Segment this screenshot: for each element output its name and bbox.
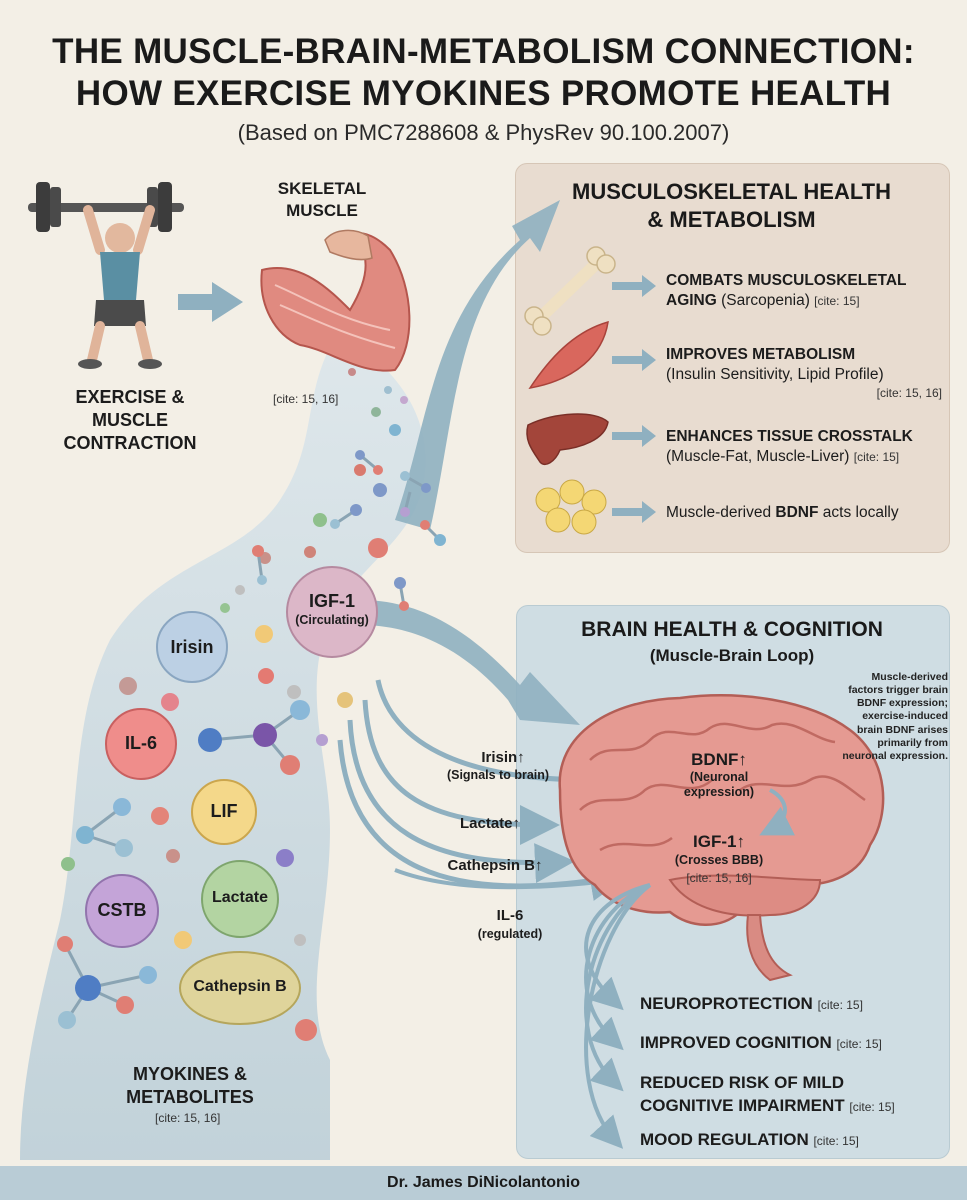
outcome-3-label: REDUCED RISK OF MILD: [640, 1073, 844, 1092]
bubble-cstb: [85, 874, 159, 948]
metabolism-item-4-bold: BDNF: [775, 504, 819, 521]
metabolism-item-1-text: (Sarcopenia): [716, 292, 810, 310]
igf1-brain-label: IGF-1↑: [693, 832, 745, 851]
bubble-igf1-sublabel: (Circulating): [295, 613, 369, 627]
muscle-fiber-icon: [528, 320, 609, 390]
outcome-3-label2: COGNITIVE IMPAIRMENT: [640, 1096, 845, 1115]
brain-note: Muscle-derived factors trigger brain BDN…: [842, 671, 948, 762]
outcome-arrows: [584, 883, 652, 1149]
igf1-brain-cite: [cite: 15, 16]: [686, 871, 752, 885]
metabolism-item-1-bold: COMBATS MUSCULOSKELETAL: [666, 272, 907, 289]
bubble-cathepsin: [179, 951, 301, 1025]
muscle-cite: [cite: 15, 16]: [273, 392, 339, 406]
fat-cells-icon: [535, 479, 607, 535]
signal-irisin-label: Irisin↑: [481, 749, 525, 766]
metabolism-item-1-cite: [cite: 15]: [814, 294, 860, 309]
metabolism-item-2-cite: [cite: 15, 16]: [876, 386, 942, 400]
molecule-dots: [61, 368, 408, 1041]
outcome-3-cite: [cite: 15]: [849, 1100, 895, 1114]
metabolism-item-arrows: [612, 275, 656, 523]
metabolism-item-3: ENHANCES TISSUE CROSSTALK (Muscle-Fat, M…: [666, 427, 948, 467]
signal-irisin-sublabel: (Signals to brain): [446, 768, 550, 782]
bdnf-label: BDNF↑: [691, 750, 747, 769]
skeletal-muscle-label: SKELETAL MUSCLE: [277, 179, 367, 220]
arrow-to-metabolism: [395, 200, 560, 530]
metabolism-item-1-bold2: AGING: [666, 292, 717, 310]
bubble-lif-label: LIF: [210, 801, 238, 821]
outcome-1-cite: [cite: 15]: [817, 998, 863, 1012]
bubble-igf1: [286, 566, 378, 658]
myokine-stream: [20, 330, 426, 1160]
myokines-cite: [cite: 15, 16]: [155, 1111, 221, 1125]
skeletal-muscle-illustration: [260, 229, 411, 372]
metabolism-item-2: IMPROVES METABOLISM (Insulin Sensitivity…: [666, 345, 946, 385]
bubble-cstb-label: CSTB: [97, 900, 147, 920]
bubble-igf1-label: IGF-1: [308, 591, 355, 611]
page-title-line1: THE MUSCLE-BRAIN-METABOLISM CONNECTION:: [52, 32, 915, 71]
metabolism-heading-line1: MUSCULOSKELETAL HEALTH: [572, 179, 891, 204]
signal-il6-label: IL-6: [496, 907, 524, 924]
outcome-2-label: IMPROVED COGNITION: [640, 1033, 832, 1052]
metabolism-item-2-bold: IMPROVES METABOLISM: [666, 346, 856, 363]
signal-lactate-label: Lactate↑: [459, 815, 521, 832]
metabolism-item-3-text: (Muscle-Fat, Muscle-Liver): [666, 448, 850, 466]
brain-heading: BRAIN HEALTH & COGNITION: [581, 618, 883, 641]
metabolism-item-4-pre: Muscle-derived: [666, 504, 776, 521]
signal-arrow-lactate: [362, 699, 560, 845]
outcome-neuroprotection: NEUROPROTECTION [cite: 15]: [640, 994, 863, 1014]
outcome-cognition: IMPROVED COGNITION [cite: 15]: [640, 1033, 882, 1053]
bubble-irisin: [156, 611, 228, 683]
exercise-label: EXERCISE & MUSCLE CONTRACTION: [63, 387, 197, 453]
molecule-nodes: [57, 450, 446, 1029]
bubble-il6-label: IL-6: [124, 733, 157, 753]
outcome-4-cite: [cite: 15]: [813, 1134, 859, 1148]
brain-illustration: [558, 694, 885, 982]
outcome-1-label: NEUROPROTECTION: [640, 994, 813, 1013]
bdnf-sublabel: (Neuronal expression): [683, 770, 755, 799]
bubble-lactate-label: Lactate: [211, 889, 269, 906]
page-title-line2: HOW EXERCISE MYOKINES PROMOTE HEALTH: [75, 74, 892, 113]
bubble-cathepsin-label: Cathepsin B: [193, 978, 287, 995]
outcome-mci: REDUCED RISK OF MILD COGNITIVE IMPAIRMEN…: [640, 1071, 895, 1119]
bone-icon: [524, 246, 616, 336]
metabolism-item-4: Muscle-derived BDNF acts locally: [666, 503, 946, 523]
signal-arrow-cathepsin: [347, 719, 575, 884]
bubble-lactate: [201, 860, 279, 938]
bubble-lif: [191, 779, 257, 845]
myokine-bubbles: [85, 566, 378, 1025]
igf1-brain-sublabel: (Crosses BBB): [674, 853, 764, 867]
brain-subheading: (Muscle-Brain Loop): [649, 646, 815, 665]
metabolism-item-2-text: (Insulin Sensitivity, Lipid Profile): [666, 366, 884, 384]
myokines-label: MYOKINES & METABOLITES: [126, 1064, 254, 1107]
metabolism-item-4-text: acts locally: [818, 504, 899, 521]
arrow-exercise-to-muscle: [178, 282, 243, 322]
outcome-2-cite: [cite: 15]: [836, 1037, 882, 1051]
outcome-4-label: MOOD REGULATION: [640, 1130, 809, 1149]
weightlifter-illustration: [28, 182, 184, 369]
metabolism-item-3-bold: ENHANCES TISSUE CROSSTALK: [666, 428, 913, 445]
signal-il6-sublabel: (regulated): [477, 927, 543, 941]
arrow-to-brain: [360, 600, 580, 725]
page-subtitle: (Based on PMC7288608 & PhysRev 90.100.20…: [237, 120, 730, 145]
metabolism-heading-line2: & METABOLISM: [647, 207, 816, 232]
footer-author: Dr. James DiNicolantonio: [0, 1166, 967, 1200]
outcome-mood: MOOD REGULATION [cite: 15]: [640, 1130, 859, 1150]
signal-cathepsin-label: Cathepsin B↑: [447, 857, 543, 874]
metabolism-item-3-cite: [cite: 15]: [853, 450, 900, 465]
liver-icon: [526, 413, 609, 466]
bubble-irisin-label: Irisin: [170, 637, 214, 657]
bubble-il6: [105, 708, 177, 780]
metabolism-item-1: COMBATS MUSCULOSKELETAL AGING (Sarcopeni…: [666, 271, 946, 311]
